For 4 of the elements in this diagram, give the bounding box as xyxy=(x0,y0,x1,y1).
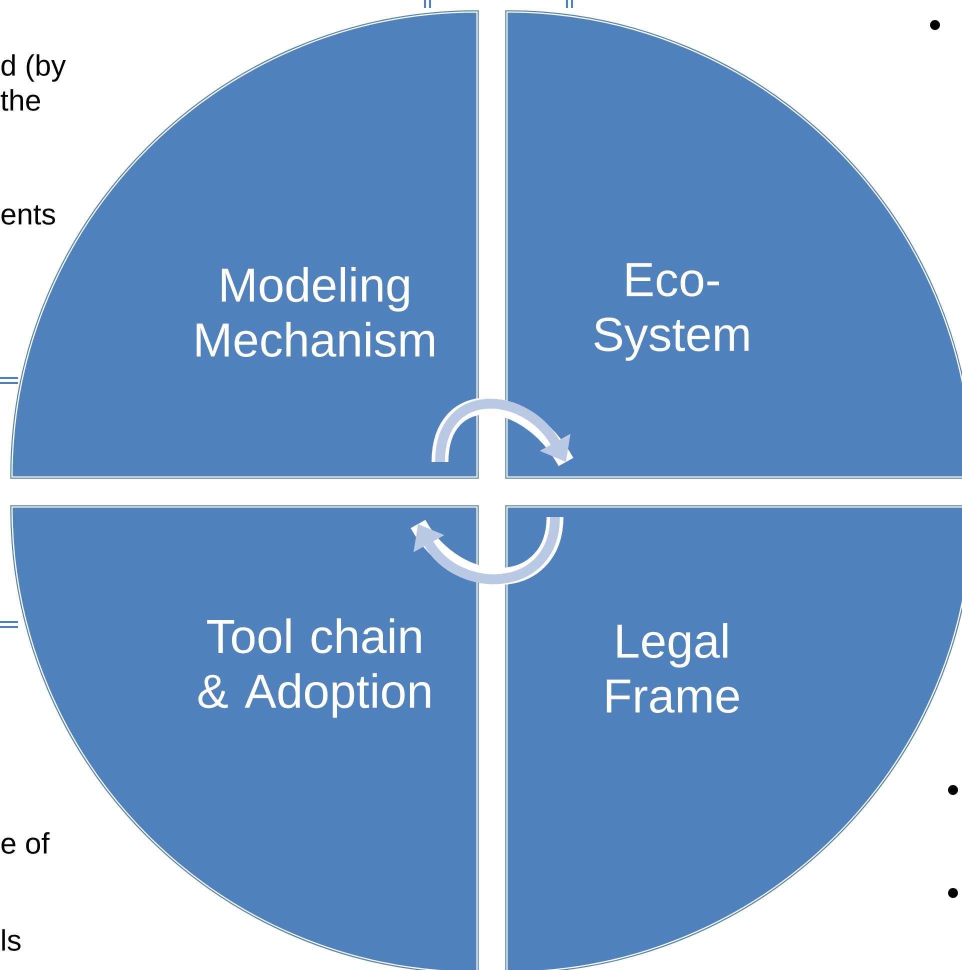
curved-arrow xyxy=(411,516,564,585)
quadrant-sector: Legal Frame xyxy=(505,505,962,970)
curved-arrow xyxy=(432,398,574,467)
quadrant-sector: Eco-System xyxy=(505,10,962,479)
